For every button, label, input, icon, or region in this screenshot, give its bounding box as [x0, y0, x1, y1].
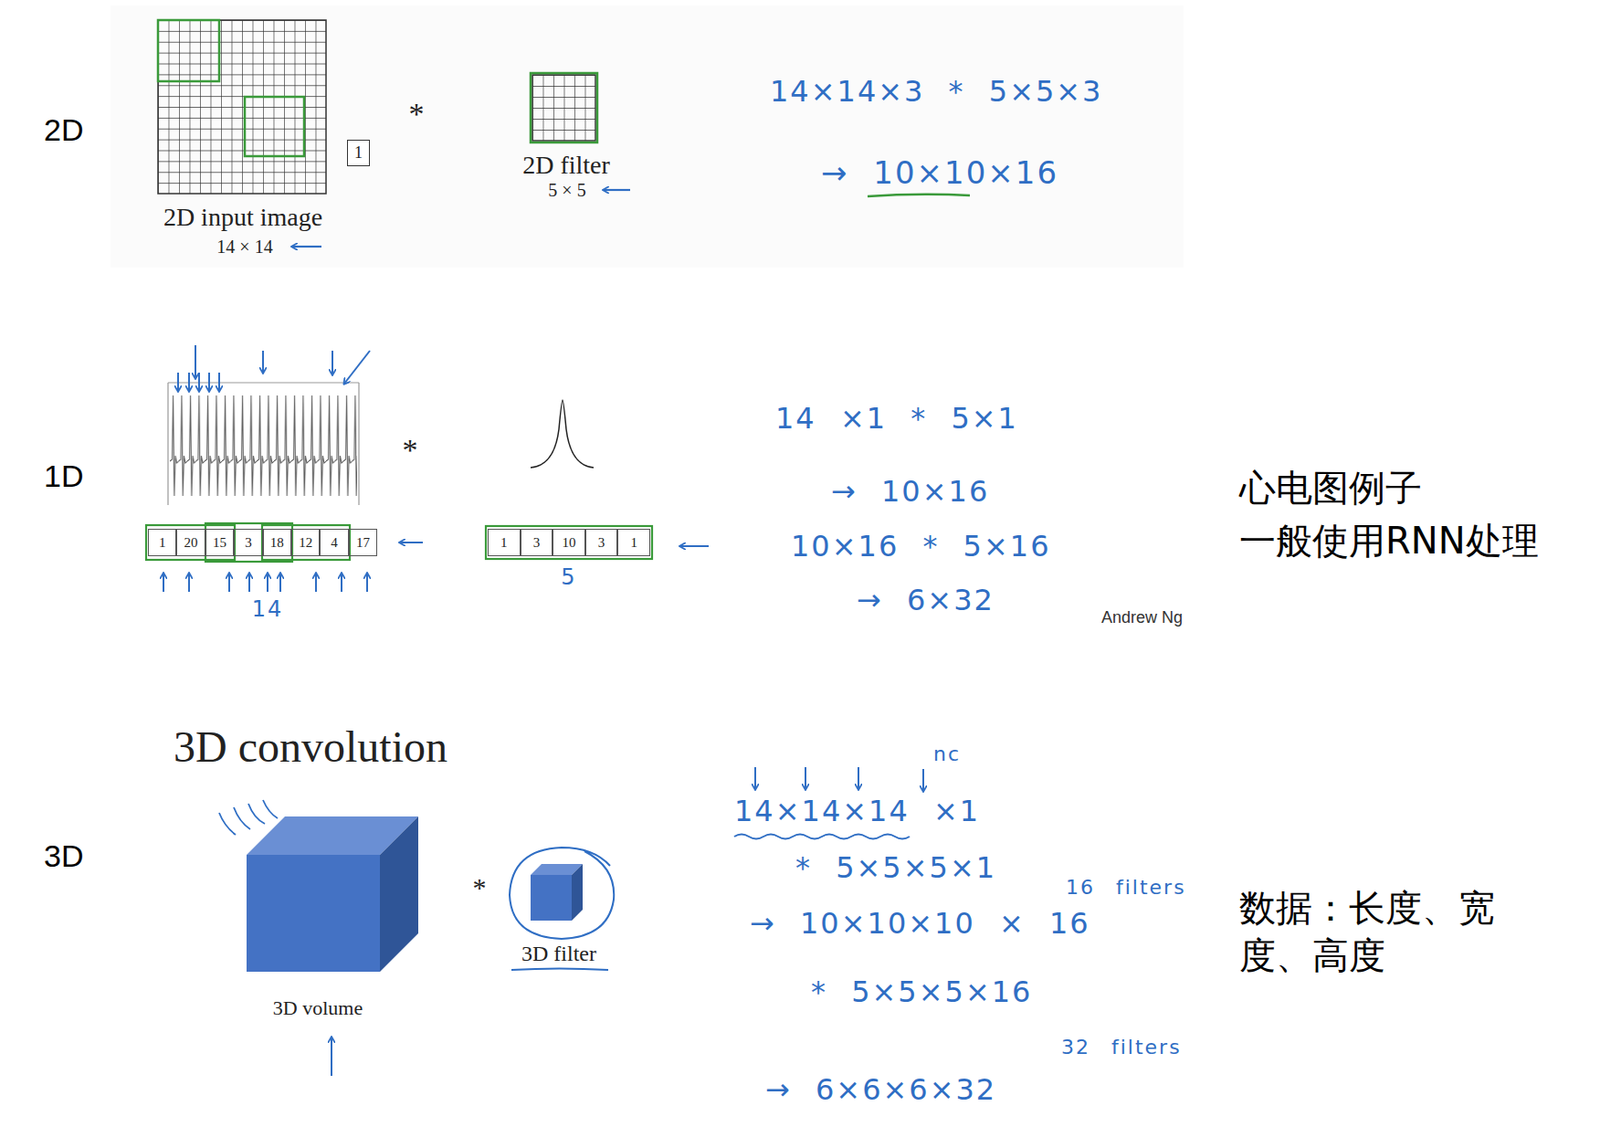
handwritten-formula: 10×16 * 5×16 [790, 529, 1051, 564]
handwritten-formula: → 10×10×10 × 16 [749, 906, 1091, 941]
filter-caption: 3D filter [521, 941, 597, 968]
box-text: 1 [354, 143, 363, 163]
credit: Andrew Ng [1101, 608, 1183, 628]
array-cell: 4 [319, 528, 348, 557]
operator: * [473, 872, 487, 905]
filter-cell: 3 [585, 528, 619, 557]
row-label: 3D [43, 838, 84, 874]
handwritten-formula: → 6×32 [856, 583, 995, 618]
array-cell: 3 [233, 528, 263, 557]
array-cell: 20 [176, 528, 205, 557]
handwritten-formula: 14 ×1 * 5×1 [775, 401, 1019, 436]
handwritten-note: 16 filters [1065, 875, 1187, 899]
array-cell: 17 [348, 528, 378, 557]
array-cell: 18 [263, 528, 292, 557]
note: 心电图例子 [1239, 466, 1422, 509]
dimension: 5 × 5 [547, 179, 586, 201]
filter-cell: 3 [520, 528, 554, 557]
handwritten-formula: 14×14×3 * 5×5×3 [769, 74, 1103, 109]
handwritten-note: 5 [560, 565, 577, 591]
operator: * [409, 95, 425, 132]
image-caption: 2D input image [163, 202, 323, 232]
array-cell: 1 [147, 528, 177, 557]
filter-caption: 2D filter [522, 150, 611, 180]
array-cell: 12 [291, 528, 320, 557]
dimension: 14 × 14 [216, 236, 273, 258]
filter-cell: 1 [487, 528, 521, 557]
note: 一般使用RNN处理 [1239, 519, 1539, 562]
handwritten-formula: 14×14×14 ×1 [734, 794, 980, 829]
handwritten-formula: * 5×5×5×1 [795, 851, 997, 885]
handwritten-note: 32 filters [1061, 1035, 1182, 1059]
filter-cell: 1 [617, 528, 651, 557]
handwritten-formula: → 10×16 [831, 474, 990, 509]
row-label: 2D [43, 112, 84, 148]
array-cell: 15 [205, 528, 234, 557]
handwritten-formula: → 6×6×6×32 [765, 1073, 997, 1107]
handwritten-formula: → 10×10×16 [821, 155, 1059, 191]
operator: * [402, 431, 419, 468]
row-label: 1D [43, 458, 84, 495]
section-heading: 3D convolution [173, 721, 448, 772]
handwritten-note: nc [933, 742, 961, 766]
handwritten-formula: * 5×5×5×16 [810, 975, 1032, 1010]
value-box: 1 [347, 139, 370, 167]
handwritten-note: 14 [252, 597, 285, 623]
filter-cell: 10 [552, 528, 586, 557]
volume-caption: 3D volume [273, 996, 363, 1020]
note: 数据：长度、宽度、高度 [1239, 884, 1514, 979]
